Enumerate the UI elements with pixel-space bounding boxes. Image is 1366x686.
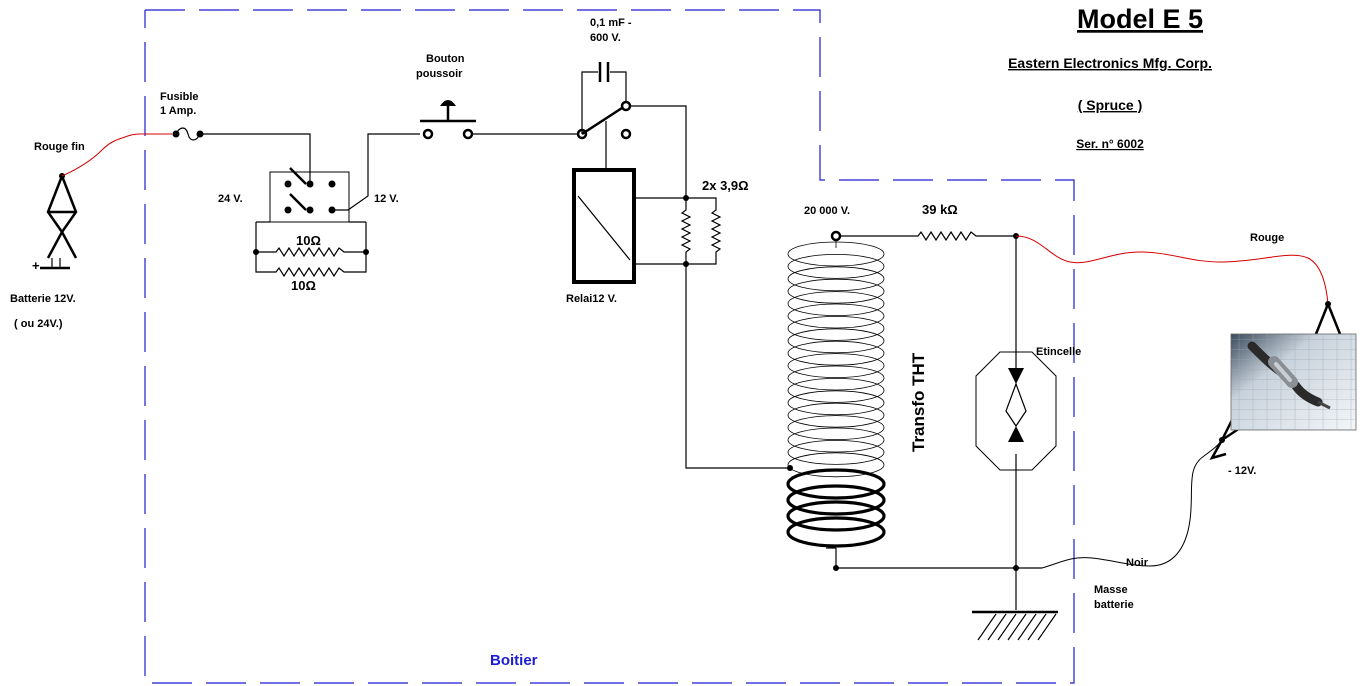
- wire-switch-to-button: [332, 133, 420, 211]
- model-title: Model E 5: [1077, 4, 1203, 34]
- ground-icon: [836, 567, 1058, 641]
- serial-number: Ser. n° 6002: [1076, 137, 1144, 151]
- spark-gap-label: Etincelle: [1036, 346, 1081, 358]
- spark-gap-icon: [975, 236, 1057, 571]
- shunt-resistor-icon: [680, 195, 722, 267]
- resistor-bottom-label: 10Ω: [291, 278, 316, 293]
- battery-clip-icon: [40, 173, 78, 270]
- igniter-photo: [1230, 333, 1357, 431]
- battery-wire-label: Rouge fin: [34, 141, 85, 153]
- battery-red-wire: [61, 133, 172, 177]
- black-ground-wire: [1041, 439, 1223, 569]
- enclosure-outline: [144, 9, 1075, 684]
- voltage-switch-icon: [269, 167, 350, 223]
- battery-plus-sign: +: [32, 258, 40, 273]
- relay-contact-icon: [576, 71, 687, 198]
- black-lead-label: Noir: [1126, 557, 1149, 569]
- switch-label-24v: 24 V.: [218, 193, 243, 205]
- push-button-label-line1: Bouton: [426, 53, 465, 65]
- shunt-label: 2x 3,9Ω: [702, 178, 749, 193]
- fuse-label-line2: 1 Amp.: [160, 105, 196, 117]
- red-output-wire: [1015, 235, 1329, 305]
- ground-label-line2: batterie: [1094, 599, 1134, 611]
- manufacturer-label: Eastern Electronics Mfg. Corp.: [1008, 55, 1212, 71]
- battery-label: Batterie 12V.: [10, 293, 76, 305]
- push-button-label-line2: poussoir: [416, 68, 463, 80]
- ground-label-line1: Masse: [1094, 584, 1128, 596]
- relay-label: Relai12 V.: [566, 293, 617, 305]
- resistor-top-label: 10Ω: [296, 233, 321, 248]
- enclosure-label: Boitier: [490, 652, 538, 669]
- resistor-39k-label: 39 kΩ: [922, 202, 958, 217]
- resistor-icon: [253, 221, 369, 278]
- transformer-label: Transfo THT: [909, 352, 928, 452]
- capacitor-label-line2: 600 V.: [590, 32, 621, 44]
- push-button-icon[interactable]: [420, 100, 476, 140]
- wire-fuse-to-switch: [200, 133, 311, 184]
- model-name: ( Spruce ): [1078, 97, 1143, 113]
- capacitor-label-line1: 0,1 mF -: [590, 17, 632, 29]
- relay-coil-icon: [572, 168, 686, 284]
- red-clip-icon: [1314, 301, 1342, 335]
- fuse-label-line1: Fusible: [160, 91, 199, 103]
- resistor-39k-icon: [840, 230, 1019, 242]
- transformer-voltage-label: 20 000 V.: [804, 205, 850, 217]
- fuse-icon: [172, 127, 204, 141]
- switch-label-12v: 12 V.: [374, 193, 399, 205]
- minus-terminal-label: - 12V.: [1228, 465, 1256, 477]
- red-lead-label: Rouge: [1250, 232, 1284, 244]
- transformer-coil-icon: [786, 230, 886, 571]
- capacitor-icon: [598, 62, 610, 82]
- battery-label-alt: ( ou 24V.): [14, 318, 63, 330]
- wire-shunt-to-coil: [685, 264, 790, 469]
